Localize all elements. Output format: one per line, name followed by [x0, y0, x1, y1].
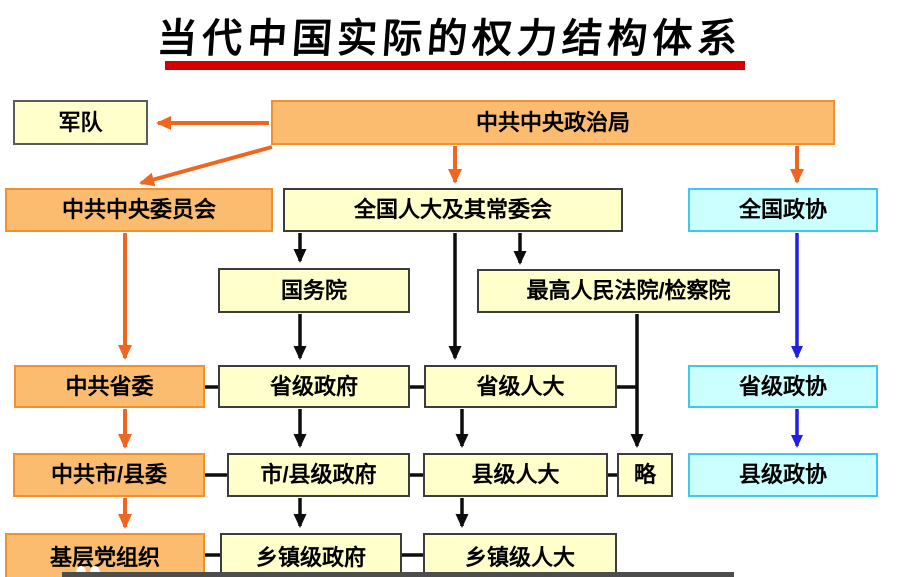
node-xiangzhen-zhengfu: 乡镇级政府 [220, 533, 402, 577]
node-lve: 略 [617, 453, 673, 497]
bottom-edge-bar [62, 572, 734, 577]
node-shixian-zhengfu: 市/县级政府 [227, 453, 410, 497]
node-guowuyuan: 国务院 [218, 268, 410, 313]
edge-zhengzhiju-zhongweihui [139, 145, 273, 187]
node-xiangzhen-renda: 乡镇级人大 [423, 533, 617, 577]
node-shixianwei: 中共市/县委 [13, 453, 205, 497]
watermark-artifact [90, 566, 100, 577]
node-zhengzhiju: 中共中央政治局 [271, 100, 835, 145]
node-sheng-zhengfu: 省级政府 [218, 365, 410, 408]
watermark-artifact [76, 566, 86, 577]
node-shengwei: 中共省委 [14, 365, 205, 408]
node-quanguo-renda: 全国人大及其常委会 [283, 188, 623, 232]
node-jiceng: 基层党组织 [5, 533, 205, 577]
node-zhongweihui: 中共中央委员会 [5, 188, 273, 232]
node-sheng-zhengxie: 省级政协 [688, 365, 878, 408]
party-arrows [118, 116, 804, 529]
node-quanguo-zhengxie: 全国政协 [688, 188, 878, 232]
node-jundui: 军队 [13, 100, 148, 145]
node-sheng-renda: 省级人大 [424, 365, 617, 408]
plain-connectors [205, 385, 638, 557]
title-underline-bar [165, 61, 745, 70]
state-arrows [293, 233, 644, 528]
node-xian-renda: 县级人大 [423, 453, 608, 497]
node-xian-zhengxie: 县级政协 [688, 453, 878, 497]
node-zuigao-fa-jian: 最高人民法院/检察院 [477, 269, 780, 313]
